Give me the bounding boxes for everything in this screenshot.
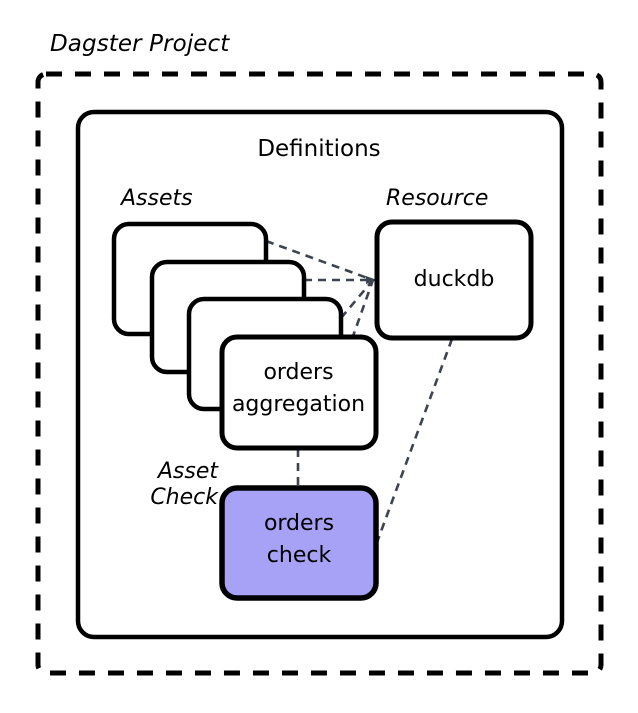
edge-arrowhead-duckdb [366, 276, 377, 284]
asset-card-orders-aggregation[interactable] [219, 334, 379, 451]
asset-check-orders-check-label: orders check [222, 508, 376, 572]
asset-check-group-label: Asset Check [98, 459, 218, 511]
edge-duckdb-check [374, 338, 454, 546]
asset-orders-aggregation-label: orders aggregation [221, 357, 376, 421]
edge-layer [265, 239, 454, 546]
assets-group-label: Assets [121, 186, 193, 211]
asset-orders-aggregation-label-line2: aggregation [231, 391, 366, 417]
resource-card-duckdb[interactable] [374, 219, 534, 341]
asset-orders-aggregation-label-line1: orders [263, 360, 334, 385]
definitions-label: Definitions [257, 136, 381, 162]
asset-check-orders-check-label-line1: orders [263, 511, 335, 536]
asset-check-card-orders-check[interactable] [219, 485, 379, 601]
edge-card1-duckdb [265, 239, 374, 282]
dagster-project-frame [35, 71, 604, 676]
resource-duckdb-label: duckdb [413, 267, 495, 292]
page-title: Dagster Project [50, 31, 230, 57]
asset-check-group-label-line2: Check [150, 484, 218, 510]
edge-aggregation-duckdb [350, 279, 375, 340]
resource-group-label: Resource [386, 186, 489, 211]
asset-check-group-label-line1: Asset [157, 459, 218, 484]
asset-check-orders-check-label-line2: check [266, 542, 332, 568]
